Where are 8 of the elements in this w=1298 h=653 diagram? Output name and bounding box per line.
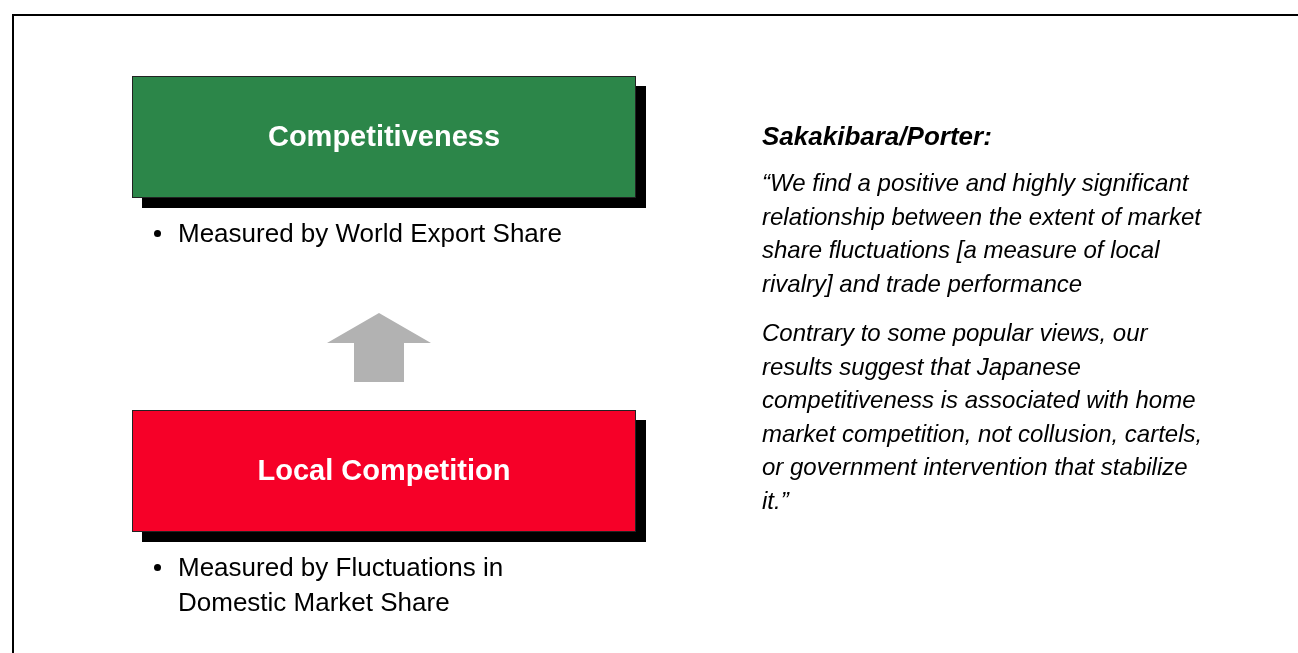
- bullet-text: Measured by Fluctuations in Domestic Market Share: [178, 551, 505, 619]
- quote-paragraph: Contrary to some popular views, our results suggest that Japanese competitiveness is associated with home market competition, not collusion, cartels, or government intervention that stabilize it.”: [762, 318, 1204, 516]
- box-title: Competitiveness: [267, 119, 501, 155]
- block-arrow: [327, 313, 431, 382]
- quote-heading: Sakakibara/Porter:: [762, 120, 993, 153]
- bullet-text: Measured by World Export Share: [178, 217, 563, 250]
- box-title: Local Competition: [257, 453, 511, 489]
- quote-paragraph: “We find a positive and highly significant relationship between the extent of market share fluctuations [a measure of local rivalry] and trade performance: [762, 168, 1203, 299]
